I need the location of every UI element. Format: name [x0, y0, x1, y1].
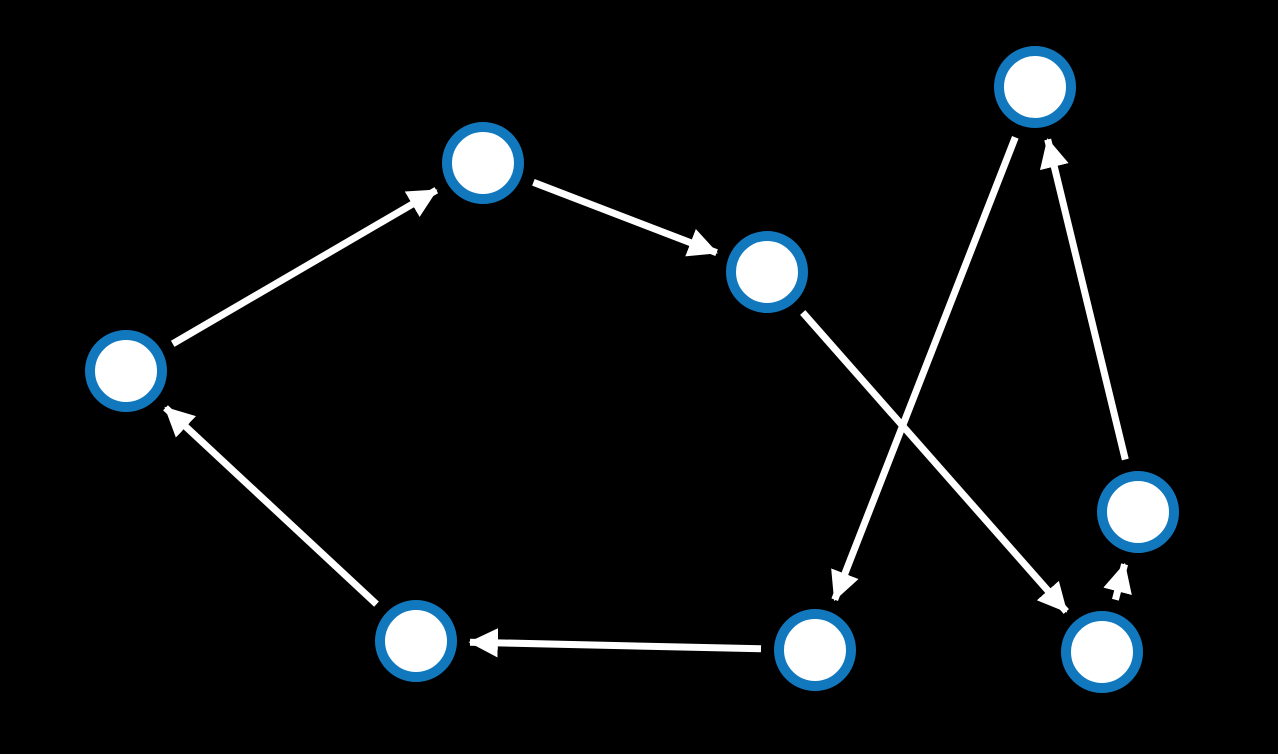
graph-node-node-top-right[interactable] [994, 46, 1076, 128]
graph-node-node-left[interactable] [85, 330, 167, 412]
edge-arrow-node-bottom-right-to-node-right[interactable] [1103, 562, 1132, 601]
graph-node-node-right[interactable] [1097, 471, 1179, 553]
graph-node-node-top-mid-left[interactable] [442, 122, 524, 204]
graph-node-node-bottom-right[interactable] [1061, 611, 1143, 693]
edge-arrow-node-top-mid-left-to-node-middle[interactable] [532, 179, 718, 257]
edge-arrow-node-right-to-node-top-right[interactable] [1039, 138, 1129, 461]
graph-node-node-middle[interactable] [726, 231, 808, 313]
graph-node-node-bottom-middle[interactable] [774, 609, 856, 691]
graph-node-node-bottom-left[interactable] [375, 600, 457, 682]
edge-arrow-node-top-right-to-node-bottom-middle[interactable] [831, 136, 1019, 602]
edge-arrow-node-middle-to-node-bottom-right[interactable] [800, 310, 1069, 614]
edge-arrow-node-bottom-left-to-node-left[interactable] [163, 405, 379, 607]
edge-arrow-node-left-to-node-top-mid-left[interactable] [170, 187, 439, 347]
edge-arrow-node-bottom-middle-to-node-bottom-left[interactable] [468, 628, 762, 658]
